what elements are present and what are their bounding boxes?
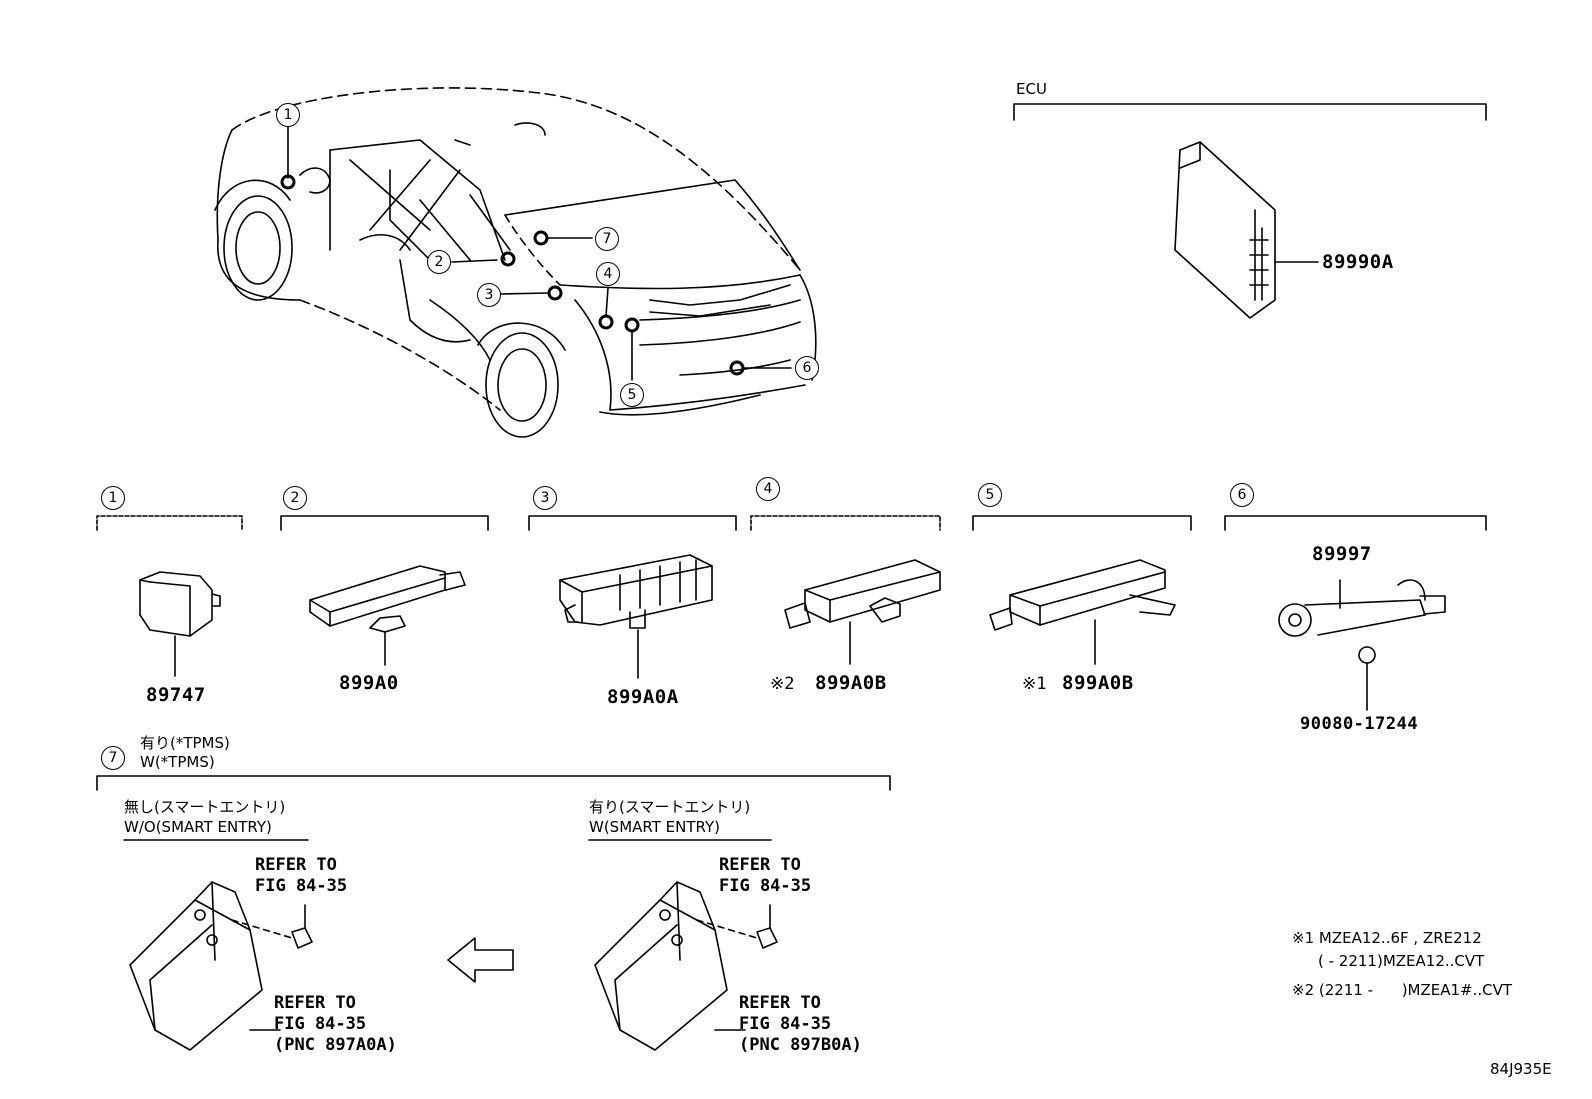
note-2: ※2 (2211 - )MZEA1#..CVT xyxy=(1292,981,1513,999)
group-6-number: 6 xyxy=(1230,483,1254,507)
group-3-number: 3 xyxy=(533,486,557,510)
sensor-point-6 xyxy=(729,360,745,376)
group-7-number: 7 xyxy=(101,746,125,770)
group-1-number: 1 xyxy=(101,486,125,510)
group-5-number: 5 xyxy=(978,483,1002,507)
callout-3: 3 xyxy=(477,283,501,307)
left-bolt-refer-1: REFER TO xyxy=(255,855,337,875)
right-bolt-refer-1: REFER TO xyxy=(719,855,801,875)
ecu-unit xyxy=(1174,141,1276,319)
sensor-locations xyxy=(280,174,745,376)
part-899A0B-4-drawing xyxy=(784,559,941,665)
part-number-4: 899A0B xyxy=(815,672,887,694)
callout-2: 2 xyxy=(427,250,451,274)
callout-5: 5 xyxy=(620,383,644,407)
left-bolt-refer-2: FIG 84-35 xyxy=(255,876,348,896)
callout-7: 7 xyxy=(595,227,619,251)
vehicle-illustration xyxy=(214,87,817,438)
right-bracket-refer-3: (PNC 897B0A) xyxy=(739,1035,862,1055)
group-7-drawing xyxy=(123,839,778,1051)
left-condition-jp: 無し(スマートエントリ) xyxy=(124,798,286,816)
ecu-label: ECU xyxy=(1016,80,1047,98)
right-bracket-refer-1: REFER TO xyxy=(739,993,821,1013)
group-brackets xyxy=(96,515,1487,791)
sensor-point-2 xyxy=(500,251,516,267)
part-89997-drawing xyxy=(1278,579,1446,711)
ecu-section xyxy=(1013,103,1487,319)
right-condition-jp: 有り(スマートエントリ) xyxy=(589,798,751,816)
sensor-point-4 xyxy=(598,314,614,330)
group-7-condition-jp: 有り(*TPMS) xyxy=(140,734,230,752)
sensor-point-3 xyxy=(547,285,563,301)
left-condition-en: W/O(SMART ENTRY) xyxy=(124,818,272,836)
group-7-condition-en: W(*TPMS) xyxy=(140,753,215,771)
group-4-number: 4 xyxy=(756,477,780,501)
sensor-point-1 xyxy=(280,174,296,190)
part-5-prefix: ※1 xyxy=(1022,674,1047,694)
note-1-line-2: ( - 2211)MZEA12..CVT xyxy=(1318,952,1485,970)
sensor-point-7 xyxy=(533,230,549,246)
note-1-line-1: ※1 MZEA12..6F , ZRE212 xyxy=(1292,929,1482,947)
group-2-number: 2 xyxy=(283,486,307,510)
left-bracket-refer-3: (PNC 897A0A) xyxy=(274,1035,397,1055)
part-89747-drawing xyxy=(139,571,221,677)
right-bracket-refer-2: FIG 84-35 xyxy=(739,1014,832,1034)
callout-4: 4 xyxy=(596,262,620,286)
part-number-5: 899A0B xyxy=(1062,672,1134,694)
left-bracket-refer-1: REFER TO xyxy=(274,993,356,1013)
part-number-2: 899A0 xyxy=(339,672,399,694)
part-number-6-nut: 90080-17244 xyxy=(1300,714,1419,734)
callout-6: 6 xyxy=(795,356,819,380)
right-condition-en: W(SMART ENTRY) xyxy=(589,818,721,836)
right-bolt-refer-2: FIG 84-35 xyxy=(719,876,812,896)
part-number-1: 89747 xyxy=(146,684,206,706)
part-899A0-drawing xyxy=(309,565,466,666)
left-bracket-refer-2: FIG 84-35 xyxy=(274,1014,367,1034)
ecu-part-number: 89990A xyxy=(1322,251,1394,273)
part-number-3: 899A0A xyxy=(607,686,679,708)
figure-id: 84J935E xyxy=(1490,1060,1552,1078)
part-899A0A-drawing xyxy=(559,554,713,679)
part-number-6: 89997 xyxy=(1312,543,1372,565)
callout-1: 1 xyxy=(276,103,300,127)
part-899A0B-5-drawing xyxy=(989,559,1176,665)
sensor-point-5 xyxy=(624,317,640,333)
part-4-prefix: ※2 xyxy=(770,674,795,694)
